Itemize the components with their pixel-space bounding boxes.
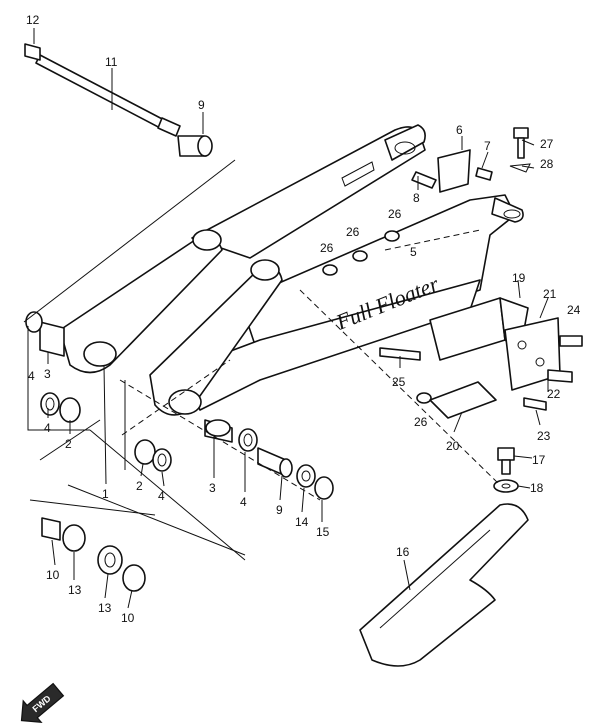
pivot-shaft bbox=[35, 54, 181, 137]
callout-3: 3 bbox=[44, 367, 51, 381]
collar-2b bbox=[134, 439, 156, 465]
washer-18 bbox=[493, 479, 519, 493]
seal-4c bbox=[152, 448, 172, 472]
bushing-top bbox=[177, 135, 213, 157]
pin-28 bbox=[509, 163, 531, 173]
callout-10: 10 bbox=[121, 611, 135, 625]
callout-26: 26 bbox=[346, 225, 360, 239]
washer-13b bbox=[97, 545, 123, 575]
callout-17: 17 bbox=[532, 453, 546, 467]
callout-labels: 12 11 9 6 7 8 27 28 26 26 26 5 19 21 24 … bbox=[26, 13, 581, 625]
callout-16: 16 bbox=[396, 545, 410, 559]
collar-10b bbox=[122, 564, 146, 592]
callout-3: 3 bbox=[209, 481, 216, 495]
callout-4: 4 bbox=[158, 489, 165, 503]
callout-14: 14 bbox=[295, 515, 309, 529]
callout-21: 21 bbox=[543, 287, 557, 301]
callout-12: 12 bbox=[26, 13, 40, 27]
callout-4: 4 bbox=[44, 421, 51, 435]
callout-22: 22 bbox=[547, 387, 561, 401]
callout-4: 4 bbox=[240, 495, 247, 509]
callout-26: 26 bbox=[388, 207, 402, 221]
callout-4: 4 bbox=[28, 369, 35, 383]
callout-18: 18 bbox=[530, 481, 544, 495]
collar-10a bbox=[41, 517, 61, 541]
callout-19: 19 bbox=[512, 271, 526, 285]
chain-guide bbox=[359, 503, 529, 667]
seal-4a bbox=[40, 392, 60, 416]
callout-10: 10 bbox=[46, 568, 60, 582]
callout-7: 7 bbox=[484, 139, 491, 153]
callout-13: 13 bbox=[68, 583, 82, 597]
washer-13a bbox=[62, 524, 86, 552]
collar-2a bbox=[59, 397, 81, 423]
bearing-3a bbox=[25, 311, 65, 357]
bushing-9b bbox=[257, 447, 293, 478]
callout-27: 27 bbox=[540, 137, 554, 151]
callout-2: 2 bbox=[136, 479, 143, 493]
callout-26: 26 bbox=[414, 415, 428, 429]
callout-6: 6 bbox=[456, 123, 463, 137]
callout-8: 8 bbox=[413, 191, 420, 205]
callout-26: 26 bbox=[320, 241, 334, 255]
callout-9: 9 bbox=[276, 503, 283, 517]
bearing-3b bbox=[204, 419, 233, 443]
callout-23: 23 bbox=[537, 429, 551, 443]
chain-adjuster bbox=[411, 149, 493, 193]
nut-26 bbox=[322, 230, 432, 404]
bolt-27 bbox=[513, 127, 529, 159]
callout-2: 2 bbox=[65, 437, 72, 451]
assembly-lines bbox=[23, 159, 501, 561]
fwd-arrow-badge: FWD bbox=[20, 682, 65, 724]
washer-14 bbox=[296, 464, 316, 488]
callout-leaders bbox=[33, 28, 549, 609]
callout-11: 11 bbox=[105, 55, 118, 69]
callout-1: 1 bbox=[102, 487, 109, 501]
seal-4d bbox=[238, 428, 258, 452]
callout-13: 13 bbox=[98, 601, 112, 615]
bolts-22-23-24-25 bbox=[379, 335, 583, 411]
callout-24: 24 bbox=[567, 303, 581, 317]
callout-20: 20 bbox=[446, 439, 460, 453]
nut-15 bbox=[314, 476, 334, 500]
guard-20 bbox=[429, 381, 497, 419]
bolt-17 bbox=[497, 447, 515, 475]
callout-5: 5 bbox=[410, 245, 417, 259]
callout-9: 9 bbox=[198, 98, 205, 112]
pivot-nut bbox=[24, 43, 41, 61]
callout-28: 28 bbox=[540, 157, 554, 171]
callout-15: 15 bbox=[316, 525, 330, 539]
swingarm: Full Floater bbox=[59, 124, 524, 416]
callout-25: 25 bbox=[392, 375, 406, 389]
